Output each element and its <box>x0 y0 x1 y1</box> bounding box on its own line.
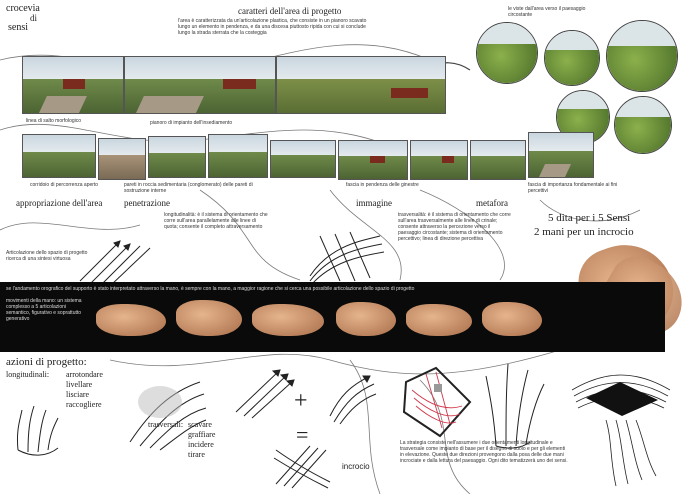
arrow-sketch-longitudinal <box>329 375 377 425</box>
views-label: le viste dall'area verso il paesaggio ci… <box>508 6 586 18</box>
photo-panorama <box>470 140 526 180</box>
hand-frame-1 <box>96 304 166 336</box>
strategy-text: La strategia consiste nell'assumere i du… <box>400 440 568 464</box>
concept-metafora: metafora <box>476 198 508 208</box>
area-title: caratteri dell'area di progetto <box>238 6 342 16</box>
area-description: l'area è caratterizzata da un'articolazi… <box>178 18 367 36</box>
slogan-line-2: 2 mani per un incrocio <box>534 226 634 238</box>
action-item: lisciare <box>66 390 90 399</box>
concept-immagine: immagine <box>356 198 392 208</box>
action-item: raccogliere <box>66 400 102 409</box>
photo-corridor <box>22 134 96 178</box>
band-movimenti: movimenti della mano: un sistema comples… <box>6 298 82 322</box>
caption-pianoro: pianoro di impianto dell'insediamento <box>150 120 233 126</box>
action-item: graffiare <box>188 430 216 439</box>
caption-pareti: pareti in roccia sedimentaria (conglomer… <box>124 182 253 194</box>
hand-frame-6 <box>482 302 542 336</box>
concept-appropriazione: appropriazione dell'area <box>16 198 103 208</box>
caption-fascia-pendenza: fascia in pendenza delle ginestre <box>346 182 419 188</box>
photo-site-road <box>22 56 124 114</box>
crossing-sketch <box>273 445 331 489</box>
page-title: crocevia di sensi <box>6 4 66 33</box>
title-word-crocevia: crocevia <box>6 3 40 14</box>
incrocio-label: incrocio <box>342 462 370 471</box>
view-circle-2 <box>544 30 600 86</box>
equals-sign: = <box>296 422 309 447</box>
band-text: se l'andamento orografico del supporto è… <box>6 286 415 292</box>
caption-salto: linea di salto morfologico <box>26 118 82 124</box>
wire-grid-sketch <box>571 374 671 487</box>
photo-house-view <box>338 140 408 180</box>
note-longitudinalita: longitudinalità: è il sistema di orienta… <box>164 212 268 230</box>
photo-rock-wall <box>98 138 146 180</box>
caption-fascia-importanza: fascia di importanza fondamentale ai fin… <box>528 182 618 194</box>
hands-band: se l'andamento orografico del supporto è… <box>0 282 665 352</box>
note-articolazione: Articolazione dello spazio di progetto r… <box>6 250 88 262</box>
plus-sign: + <box>294 388 308 414</box>
longitudinali-list: arrotondare livellare lisciare raccoglie… <box>66 370 103 410</box>
hand-frame-2 <box>176 300 242 336</box>
strategy-diagram <box>402 366 472 438</box>
action-item: incidere <box>188 440 214 449</box>
slogan-line-1: 5 dita per i 5 Sensi <box>548 212 631 224</box>
azioni-title: azioni di progetto: <box>6 356 87 368</box>
concept-penetrazione: penetrazione <box>124 198 170 208</box>
photo-site-plateau <box>124 56 276 114</box>
hand-sketch-outline <box>485 363 545 449</box>
arrow-sketch-transversal <box>235 369 295 419</box>
hand-sketch-grab <box>129 381 207 451</box>
photo-broom <box>410 140 468 180</box>
trasversali-list: scavare graffiare incidere tirare <box>188 420 215 460</box>
action-item: livellare <box>66 380 93 389</box>
trasversali-label: trasversali: <box>148 420 184 429</box>
action-item: tirare <box>188 450 205 459</box>
photo-site-house <box>276 56 446 114</box>
arrow-sketch-left <box>79 240 151 286</box>
hand-frame-3 <box>252 304 324 336</box>
action-item: arrotondare <box>66 370 103 379</box>
title-word-di: di <box>30 13 38 23</box>
hand-sketch-longitudinal <box>17 405 59 456</box>
view-circle-3 <box>606 20 678 92</box>
photo-slope-1 <box>148 136 206 178</box>
arrow-sketch-middle <box>309 231 385 285</box>
caption-corridoio: corridoio di percorrenza aperto <box>30 182 99 188</box>
photo-fence <box>270 140 336 178</box>
action-item: scavare <box>188 420 212 429</box>
view-circle-5 <box>614 96 672 154</box>
hand-frame-4 <box>336 302 396 336</box>
view-circle-1 <box>476 22 538 84</box>
note-trasversalita: trasversalità: è il sistema di orientame… <box>398 212 511 242</box>
title-word-sensi: sensi <box>8 22 28 33</box>
photo-slope-2 <box>208 134 268 178</box>
photo-road-curve <box>528 132 594 178</box>
hand-frame-5 <box>406 304 472 336</box>
longitudinali-label: longitudinali: <box>6 370 50 379</box>
